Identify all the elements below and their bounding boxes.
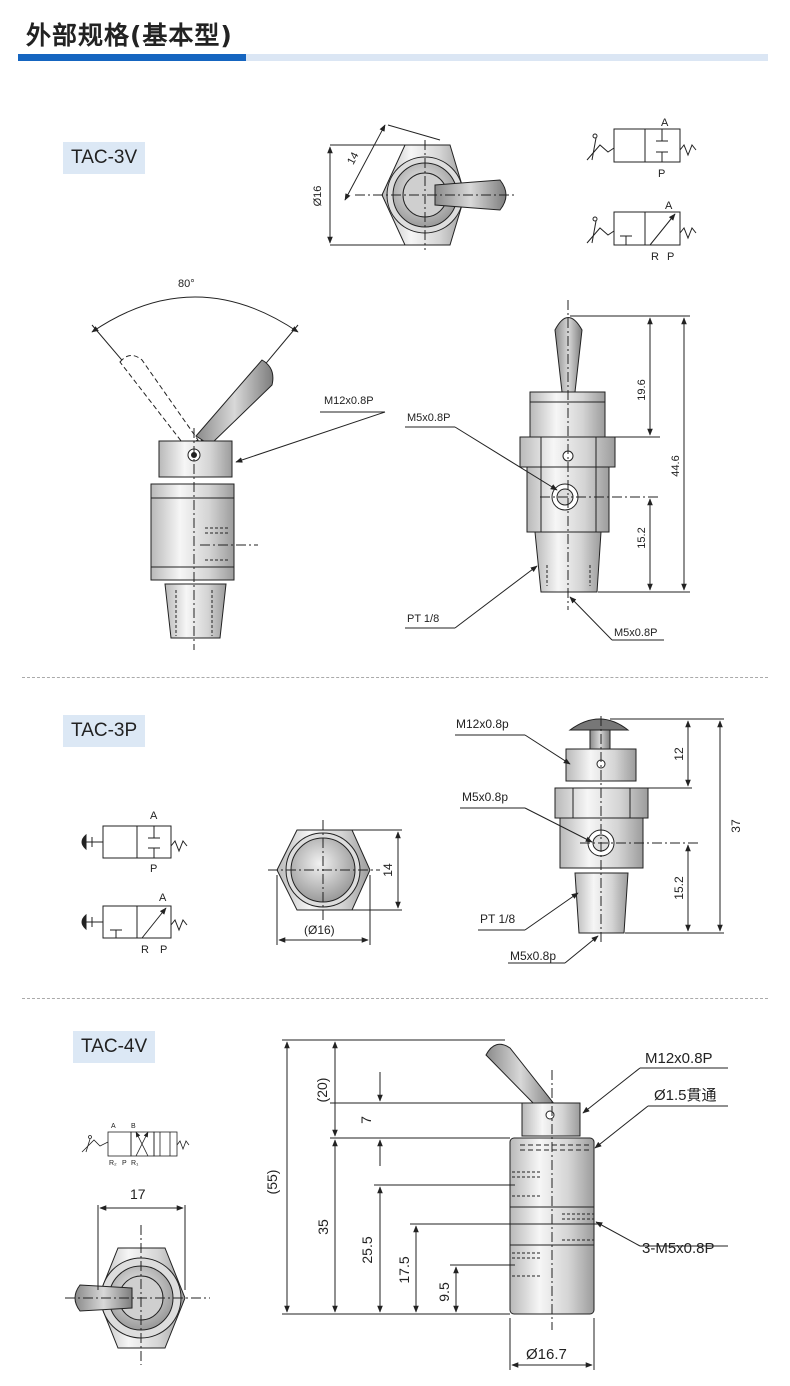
tac-4v-top-view <box>65 1205 210 1365</box>
tac-4v-symbol <box>81 1131 190 1157</box>
4v-dim-20: (20) <box>314 1078 330 1103</box>
3p-dim-37: 37 <box>729 819 743 833</box>
4v-sym-A: A <box>111 1123 116 1130</box>
dim-15-2: 15.2 <box>636 527 648 548</box>
3p-sym2-P: P <box>160 944 167 956</box>
tac-3v-top-view <box>327 124 515 250</box>
model-label-tac-3v: TAC-3V <box>63 142 146 174</box>
tac-3p-top-view <box>268 820 402 945</box>
section-divider <box>22 998 768 999</box>
m5-side-label: M5x0.8P <box>407 412 450 424</box>
4v-dim-55: (55) <box>264 1170 280 1195</box>
model-label-tac-4v: TAC-4V <box>73 1031 156 1063</box>
title-underline-light <box>246 54 768 61</box>
4v-sym-R1: R₁ <box>131 1160 139 1167</box>
angle-label: 80° <box>178 278 195 290</box>
dim-44-6: 44.6 <box>670 455 682 476</box>
3p-m5-bottom-label: M5x0.8p <box>510 949 556 963</box>
3p-m12-label: M12x0.8p <box>456 717 509 731</box>
3p-m5-side-label: M5x0.8p <box>462 790 508 804</box>
4v-m12-label: M12x0.8P <box>645 1050 713 1067</box>
3p-dim-14: 14 <box>381 863 395 877</box>
section-divider <box>22 677 768 678</box>
tac-3v-side-view-angle <box>91 296 386 650</box>
4v-dim-d16-7: Ø16.7 <box>526 1346 567 1363</box>
3p-sym-A: A <box>150 810 158 822</box>
tac-3p-front-view <box>455 716 724 964</box>
title-underline-accent <box>18 54 246 61</box>
pt-label: PT 1/8 <box>407 613 439 625</box>
4v-through-label: Ø1.5貫通 <box>654 1087 717 1104</box>
4v-sym-R2: R₂ <box>109 1160 117 1167</box>
3p-dim-12: 12 <box>672 747 686 761</box>
3p-sym2-A: A <box>159 892 167 904</box>
3p-dim-d16: (Ø16) <box>304 923 335 937</box>
4v-sym-B: B <box>131 1123 136 1130</box>
tac-3p-symbol-actuated <box>81 905 188 939</box>
sym2-A: A <box>665 200 673 212</box>
3p-pt-label: PT 1/8 <box>480 912 515 926</box>
model-label-tac-3p: TAC-3P <box>63 715 146 747</box>
dim-d16: Ø16 <box>312 186 324 207</box>
sym2-P: P <box>667 251 674 263</box>
4v-m5-label: 3-M5x0.8P <box>642 1240 715 1257</box>
4v-sym-P: P <box>122 1160 127 1167</box>
tac-4v-front-view <box>282 1039 728 1370</box>
4v-dim-25-5: 25.5 <box>359 1236 375 1263</box>
4v-dim-17-5: 17.5 <box>396 1256 412 1283</box>
tac-3v-front-view <box>405 300 690 641</box>
tac-3v-symbol-normally-closed <box>586 128 697 163</box>
page-title: 外部规格(基本型) <box>26 21 233 50</box>
4v-dim-17: 17 <box>130 1186 146 1202</box>
m5-bottom-label: M5x0.8P <box>614 627 657 639</box>
m12-label: M12x0.8P <box>324 395 374 407</box>
3p-dim-15-2: 15.2 <box>672 876 686 900</box>
3p-sym2-R: R <box>141 944 149 956</box>
sym-A: A <box>661 117 669 129</box>
sym-P: P <box>658 168 665 180</box>
dim-19-6: 19.6 <box>636 379 648 400</box>
3p-sym-P: P <box>150 863 157 875</box>
sym2-R: R <box>651 251 659 263</box>
4v-dim-7: 7 <box>358 1116 374 1124</box>
tac-3v-symbol-actuated <box>586 211 697 246</box>
tac-3p-symbol-normally-closed <box>81 825 188 859</box>
dim-14: 14 <box>345 150 361 166</box>
4v-dim-9-5: 9.5 <box>436 1282 452 1302</box>
4v-dim-35: 35 <box>315 1219 331 1235</box>
